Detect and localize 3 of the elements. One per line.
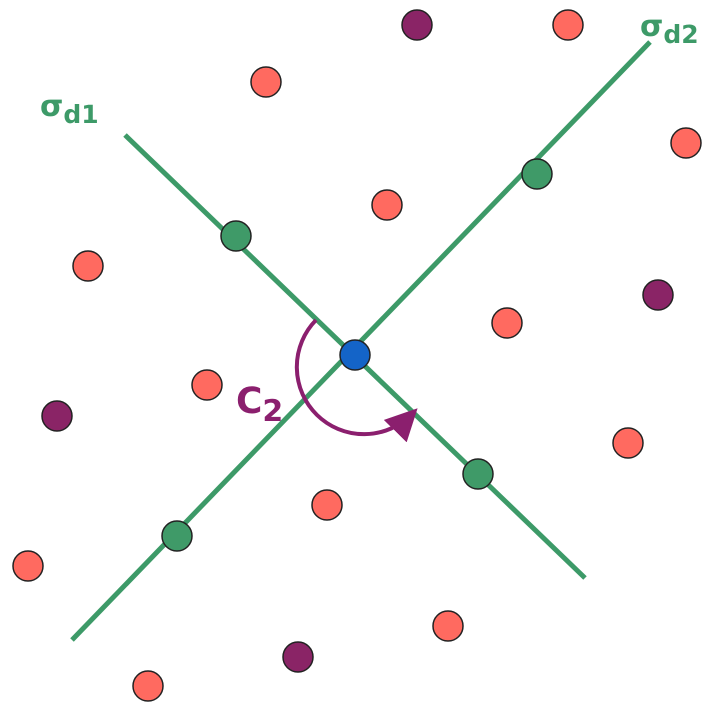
- rotation-axis-label: C$_{2}$: [236, 384, 284, 428]
- mirror-plane-label: σ$_{d2}$: [640, 12, 699, 47]
- mirror-plane-label: σ$_{d1}$: [40, 92, 99, 127]
